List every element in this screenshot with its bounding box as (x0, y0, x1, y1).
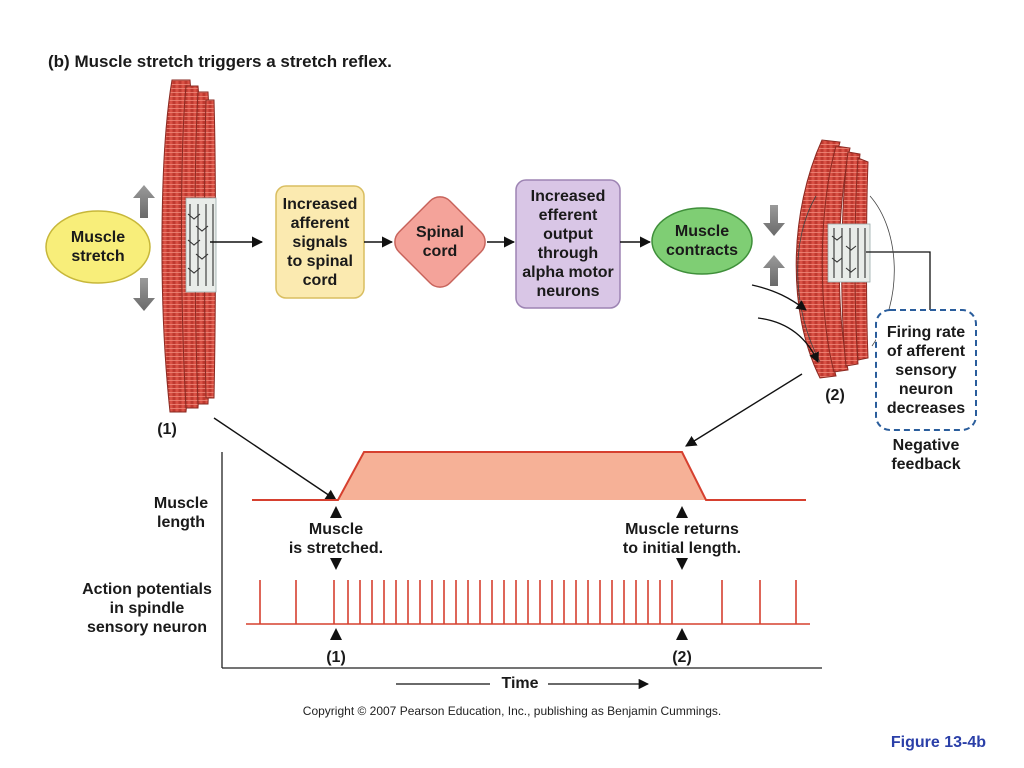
marker-one-triangle (330, 628, 342, 640)
marker-two-triangle (676, 628, 688, 640)
figure-title-text: Muscle stretch triggers a stretch reflex… (74, 52, 392, 71)
graph-marker-one: (1) (326, 649, 346, 666)
contracted-muscle-marker: (2) (825, 387, 845, 404)
stretched-muscle-illustration (133, 79, 264, 413)
return-marker-up (676, 506, 688, 518)
muscle-stretch-oval (45, 210, 151, 284)
figure-title: (b) Muscle stretch triggers a stretch re… (48, 52, 392, 72)
action-potential-spikes (259, 580, 797, 624)
contracted-muscle-illustration (751, 139, 931, 379)
stretch-marker-up (330, 506, 342, 518)
return-marker-down (676, 558, 688, 570)
muscle-length-plateau (338, 452, 706, 500)
efferent-output-box (515, 179, 621, 309)
arrow-stretch-to-graph (213, 417, 337, 501)
graph-marker-two: (2) (672, 649, 692, 666)
figure-reference: Figure 13-4b (890, 734, 986, 751)
muscle-contracts-oval (651, 207, 753, 275)
arrow-return-to-graph (685, 373, 803, 447)
copyright-notice: Copyright © 2007 Pearson Education, Inc.… (302, 704, 722, 718)
muscle-length-trace (252, 451, 806, 501)
feedback-dashed-box (875, 309, 977, 431)
spindle-nerve-endings (187, 204, 214, 286)
spinal-cord-diamond (394, 196, 486, 288)
graph-axes (221, 452, 822, 669)
stretched-muscle-marker: (1) (157, 421, 177, 438)
figure-part-label: (b) (48, 52, 70, 71)
stretch-marker-down (330, 558, 342, 570)
time-axis-label: Time (501, 675, 539, 692)
